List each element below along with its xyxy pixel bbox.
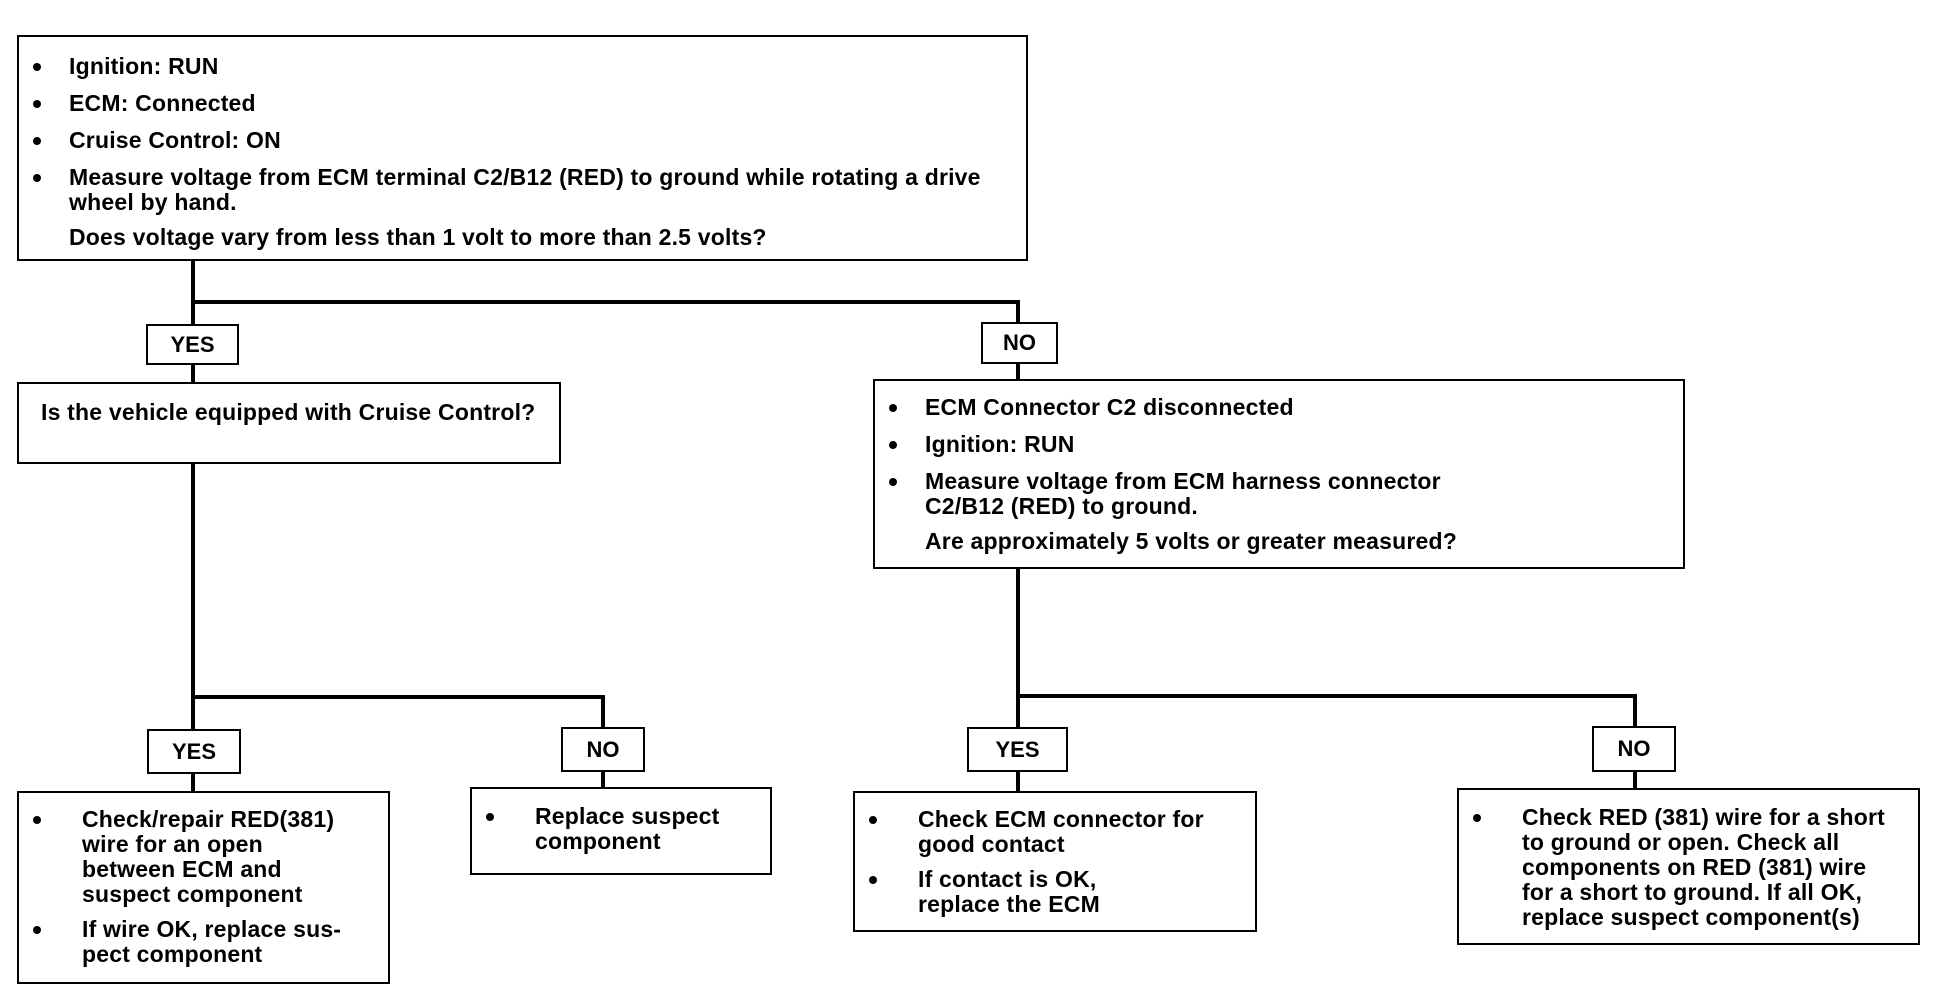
list-item: ECM: Connected bbox=[19, 91, 1016, 116]
list-item: Ignition: RUN bbox=[875, 432, 1669, 457]
volts-no-label: NO bbox=[1592, 726, 1676, 772]
list-item: If wire OK, replace sus-pect component bbox=[19, 917, 370, 967]
result-volts-yes-box: Check ECM connector for good contact If … bbox=[853, 791, 1257, 932]
volts-yes-label: YES bbox=[967, 727, 1068, 772]
list-item: Check ECM connector for good contact bbox=[855, 807, 1243, 857]
list-item: Cruise Control: ON bbox=[19, 128, 1016, 153]
step1-question: Does voltage vary from less than 1 volt … bbox=[69, 224, 767, 250]
step1-yes-label: YES bbox=[146, 324, 239, 365]
result-volts-yes-bullets: Check ECM connector for good contact If … bbox=[855, 807, 1243, 917]
list-item: Replace suspect component bbox=[472, 804, 758, 854]
step2-no-box: ECM Connector C2 disconnected Ignition: … bbox=[873, 379, 1685, 569]
list-item: Check/repair RED(381) wire for an open b… bbox=[19, 807, 370, 907]
step2-no-question: Are approximately 5 volts or greater mea… bbox=[925, 528, 1458, 554]
result-cruise-no-bullets: Replace suspect component bbox=[472, 804, 758, 854]
result-cruise-yes-bullets: Check/repair RED(381) wire for an open b… bbox=[19, 807, 370, 967]
connector-step1-no bbox=[193, 300, 1020, 324]
result-volts-no-bullets: Check RED (381) wire for a short to grou… bbox=[1459, 805, 1904, 930]
cruise-question: Is the vehicle equipped with Cruise Cont… bbox=[41, 399, 536, 425]
list-item: Measure voltage from ECM harness connect… bbox=[875, 469, 1669, 519]
connector-volts-split bbox=[1016, 568, 1637, 730]
cruise-question-box: Is the vehicle equipped with Cruise Cont… bbox=[17, 382, 561, 464]
step1-no-label: NO bbox=[981, 322, 1058, 364]
cruise-yes-label: YES bbox=[147, 729, 241, 774]
connector-cruise-split bbox=[191, 462, 605, 729]
step1-bullets: Ignition: RUN ECM: Connected Cruise Cont… bbox=[19, 54, 1016, 215]
list-item: ECM Connector C2 disconnected bbox=[875, 395, 1669, 420]
cruise-no-label: NO bbox=[561, 727, 645, 772]
list-item: Check RED (381) wire for a short to grou… bbox=[1459, 805, 1904, 930]
result-volts-no-box: Check RED (381) wire for a short to grou… bbox=[1457, 788, 1920, 945]
list-item: Ignition: RUN bbox=[19, 54, 1016, 79]
step2-no-bullets: ECM Connector C2 disconnected Ignition: … bbox=[875, 395, 1669, 519]
result-cruise-yes-box: Check/repair RED(381) wire for an open b… bbox=[17, 791, 390, 984]
step1-box: Ignition: RUN ECM: Connected Cruise Cont… bbox=[17, 35, 1028, 261]
list-item: If contact is OK, replace the ECM bbox=[855, 867, 1243, 917]
result-cruise-no-box: Replace suspect component bbox=[470, 787, 772, 875]
list-item: Measure voltage from ECM terminal C2/B12… bbox=[19, 165, 1016, 215]
